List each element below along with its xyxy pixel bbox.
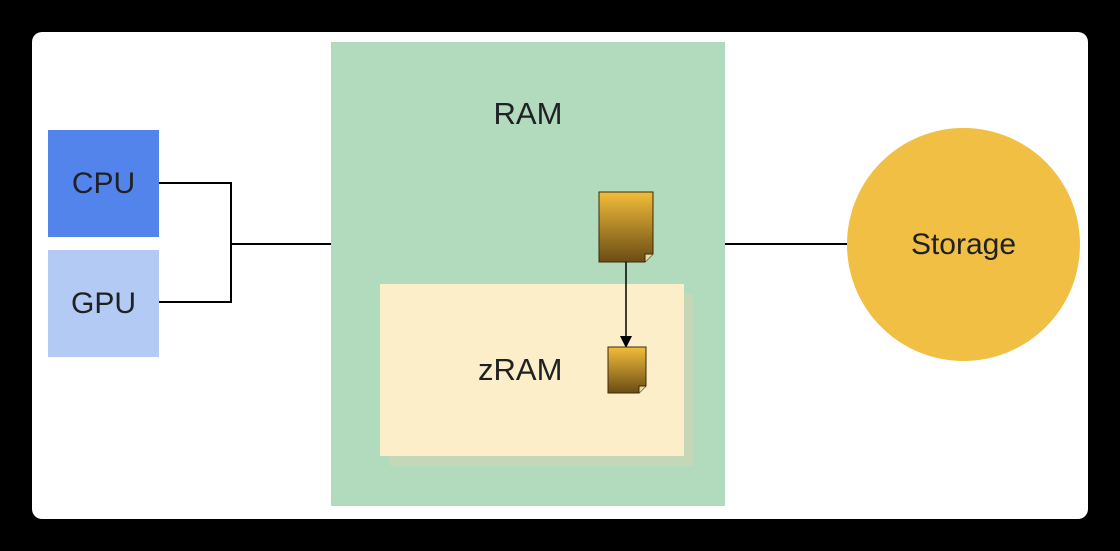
cpu-node: CPU — [48, 130, 159, 237]
gpu-label: GPU — [70, 286, 136, 320]
document-page-icon — [598, 191, 654, 263]
storage-label: Storage — [910, 227, 1017, 261]
ram-label: RAM — [493, 96, 563, 131]
zram-label: zRAM — [478, 352, 563, 387]
compressed-page-icon — [607, 346, 647, 394]
cpu-label: CPU — [71, 166, 136, 200]
gpu-node: GPU — [48, 250, 159, 357]
storage-node: Storage — [847, 128, 1080, 361]
cpu-connector — [159, 182, 232, 303]
